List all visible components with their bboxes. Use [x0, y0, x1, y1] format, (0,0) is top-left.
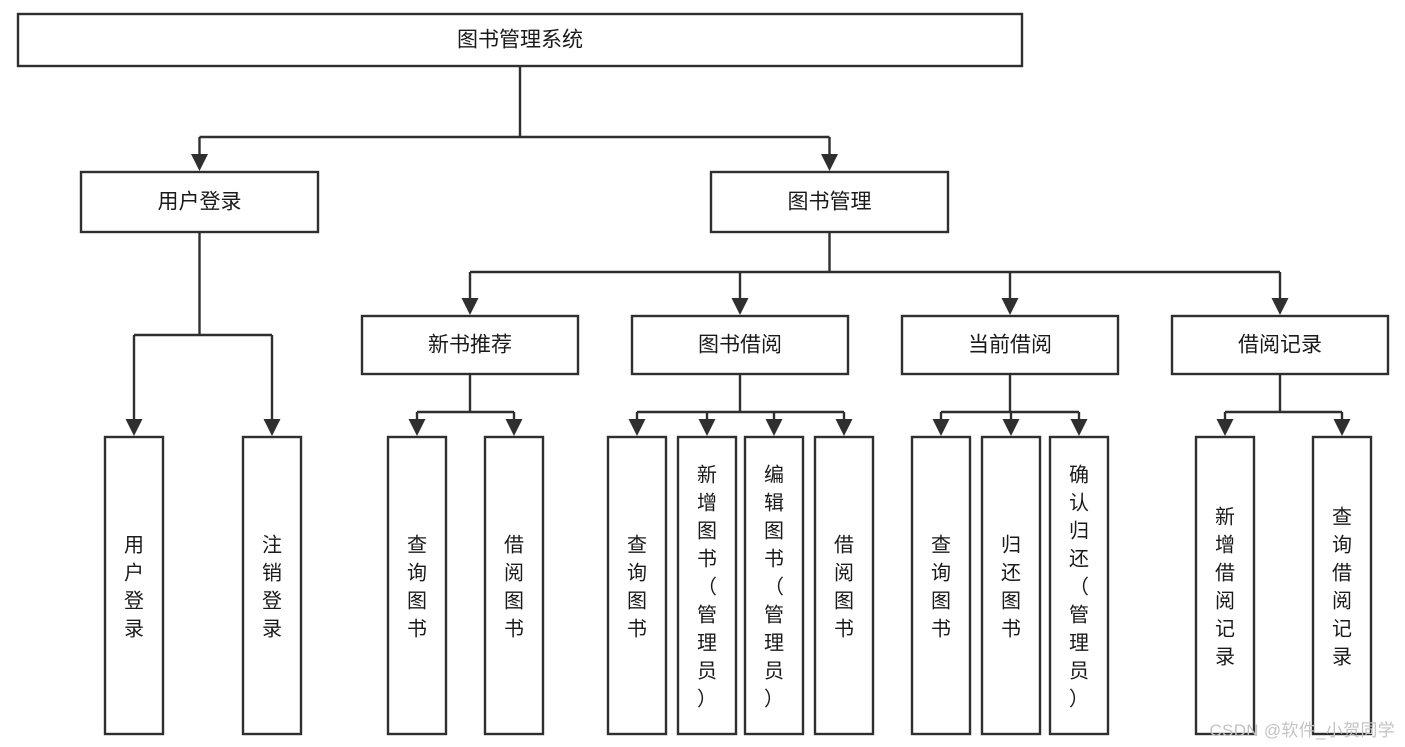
- node-leaf-edit-book-label: 编辑图书（管理员）: [764, 463, 784, 710]
- node-root-rect[interactable]: [16, 12, 1024, 68]
- node-borrow-record-rect[interactable]: [1170, 314, 1390, 376]
- node-leaf-query-book-3-rect[interactable]: [910, 435, 972, 736]
- node-current-borrow[interactable]: 当前借阅: [900, 314, 1120, 376]
- node-leaf-add-record-label: 新增借阅记录: [1215, 505, 1235, 668]
- node-leaf-confirm-return[interactable]: 确认归还（管理员）: [1048, 435, 1110, 736]
- node-leaf-return-book-label: 归还图书: [1001, 533, 1021, 640]
- node-leaf-query-record[interactable]: 查询借阅记录: [1311, 435, 1373, 736]
- node-layer: 图书管理系统用户登录图书管理新书推荐图书借阅当前借阅借阅记录用户登录注销登录查询…: [16, 12, 1390, 736]
- arrow-head-icon: [731, 298, 749, 315]
- node-leaf-query-book-3[interactable]: 查询图书: [910, 435, 972, 736]
- node-root-label: 图书管理系统: [457, 29, 583, 52]
- arrow-head-icon: [835, 419, 853, 436]
- arrow-head-icon: [1271, 298, 1289, 315]
- arrow-head-icon: [505, 419, 523, 436]
- node-user-login-label: 用户登录: [158, 191, 242, 214]
- arrow-head-icon: [263, 419, 281, 436]
- arrow-head-icon: [698, 419, 716, 436]
- node-leaf-add-book[interactable]: 新增图书（管理员）: [676, 435, 738, 736]
- node-leaf-borrow-book-1[interactable]: 借阅图书: [483, 435, 545, 736]
- node-leaf-query-book-2-label: 查询图书: [627, 533, 647, 640]
- node-user-login[interactable]: 用户登录: [79, 170, 320, 234]
- arrow-head-icon: [461, 298, 479, 315]
- arrow-head-icon: [765, 419, 783, 436]
- node-leaf-user-login[interactable]: 用户登录: [103, 435, 165, 736]
- arrow-head-icon: [1216, 419, 1234, 436]
- node-leaf-query-record-rect[interactable]: [1311, 435, 1373, 736]
- node-leaf-add-record[interactable]: 新增借阅记录: [1194, 435, 1256, 736]
- node-leaf-borrow-book-1-label: 借阅图书: [504, 533, 524, 640]
- node-leaf-user-login-label: 用户登录: [124, 534, 144, 640]
- node-leaf-query-book-1-label: 查询图书: [407, 533, 427, 640]
- arrow-head-icon: [1002, 419, 1020, 436]
- node-leaf-borrow-book-2-rect[interactable]: [813, 435, 875, 736]
- arrow-head-icon: [408, 419, 426, 436]
- node-user-login-rect[interactable]: [79, 170, 320, 234]
- node-book-manage-label: 图书管理: [788, 191, 872, 214]
- node-leaf-confirm-return-rect[interactable]: [1048, 435, 1110, 736]
- node-leaf-query-book-2-rect[interactable]: [606, 435, 668, 736]
- node-current-borrow-label: 当前借阅: [968, 334, 1052, 357]
- node-leaf-query-book-1-rect[interactable]: [386, 435, 448, 736]
- node-book-borrow[interactable]: 图书借阅: [630, 314, 850, 376]
- node-leaf-query-book-3-label: 查询图书: [931, 533, 951, 640]
- node-leaf-borrow-book-2-label: 借阅图书: [834, 533, 854, 640]
- node-leaf-query-record-label: 查询借阅记录: [1332, 505, 1352, 668]
- node-leaf-return-book[interactable]: 归还图书: [980, 435, 1042, 736]
- node-new-book-recommend-rect[interactable]: [360, 314, 580, 376]
- node-leaf-edit-book[interactable]: 编辑图书（管理员）: [743, 435, 805, 736]
- arrow-head-icon: [1070, 419, 1088, 436]
- node-leaf-edit-book-rect[interactable]: [743, 435, 805, 736]
- arrow-head-icon: [1333, 419, 1351, 436]
- node-new-book-recommend-label: 新书推荐: [428, 334, 512, 357]
- connector-layer: [125, 66, 1351, 436]
- node-leaf-borrow-book-2[interactable]: 借阅图书: [813, 435, 875, 736]
- node-borrow-record[interactable]: 借阅记录: [1170, 314, 1390, 376]
- node-leaf-logout[interactable]: 注销登录: [241, 435, 303, 736]
- arrow-head-icon: [628, 419, 646, 436]
- node-leaf-return-book-rect[interactable]: [980, 435, 1042, 736]
- node-leaf-logout-rect[interactable]: [241, 435, 303, 736]
- arrow-head-icon: [821, 154, 838, 171]
- node-book-manage[interactable]: 图书管理: [709, 170, 950, 234]
- csdn-watermark: CSDN @软件_小贺同学: [1209, 721, 1395, 740]
- node-leaf-query-book-2[interactable]: 查询图书: [606, 435, 668, 736]
- node-new-book-recommend[interactable]: 新书推荐: [360, 314, 580, 376]
- arrow-head-icon: [1001, 298, 1019, 315]
- node-leaf-borrow-book-1-rect[interactable]: [483, 435, 545, 736]
- node-leaf-confirm-return-label: 确认归还（管理员）: [1069, 463, 1089, 710]
- node-leaf-logout-label: 注销登录: [262, 533, 282, 640]
- node-book-manage-rect[interactable]: [709, 170, 950, 234]
- node-book-borrow-rect[interactable]: [630, 314, 850, 376]
- node-current-borrow-rect[interactable]: [900, 314, 1120, 376]
- arrow-head-icon: [125, 419, 143, 436]
- node-book-borrow-label: 图书借阅: [698, 334, 782, 357]
- node-leaf-add-record-rect[interactable]: [1194, 435, 1256, 736]
- node-leaf-add-book-label: 新增图书（管理员）: [697, 463, 717, 710]
- node-root[interactable]: 图书管理系统: [16, 12, 1024, 68]
- arrow-head-icon: [191, 154, 208, 171]
- node-leaf-user-login-rect[interactable]: [103, 435, 165, 736]
- node-borrow-record-label: 借阅记录: [1238, 334, 1322, 357]
- arrow-head-icon: [932, 419, 950, 436]
- node-leaf-query-book-1[interactable]: 查询图书: [386, 435, 448, 736]
- node-leaf-add-book-rect[interactable]: [676, 435, 738, 736]
